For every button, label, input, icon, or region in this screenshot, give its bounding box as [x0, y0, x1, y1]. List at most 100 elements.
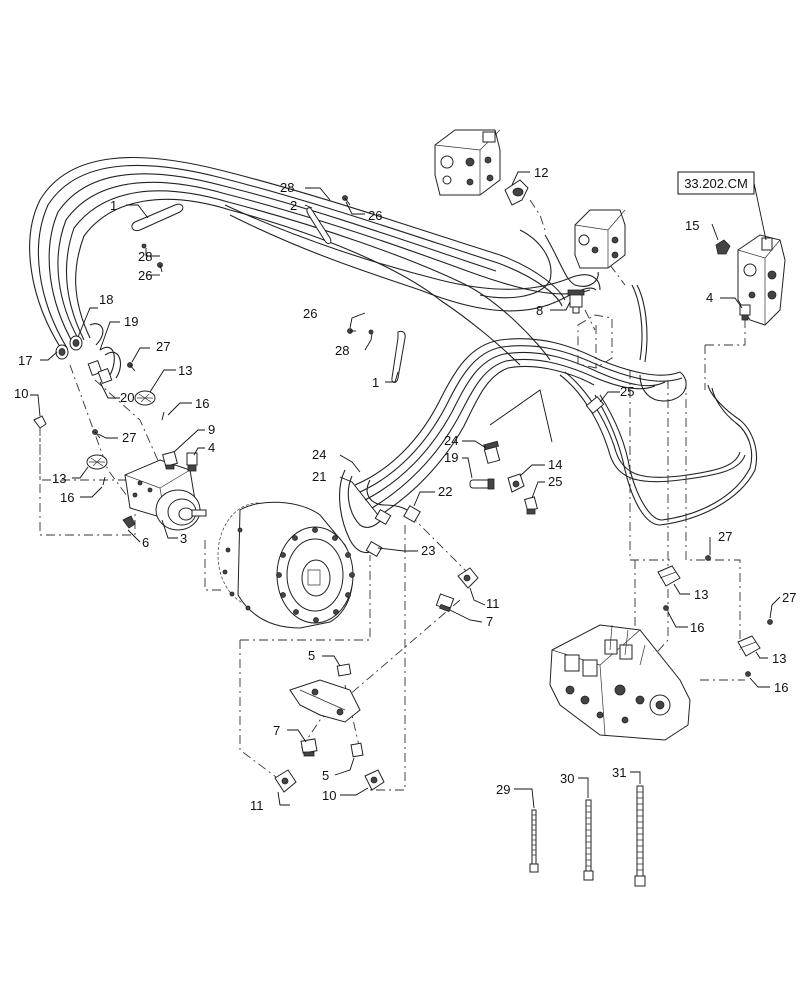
callout-28-top: 28: [280, 180, 294, 195]
hose-bundle: [29, 156, 648, 379]
callout-7-mid: 7: [486, 614, 493, 629]
callout-4-right: 4: [706, 290, 713, 305]
clamp-13-left-upper: [134, 390, 156, 406]
cable-tie-29: [529, 809, 539, 873]
callout-27-right-lower: 27: [782, 590, 796, 605]
fitting-5-upper: [336, 663, 352, 677]
reference-box[interactable]: 33.202.CM: [677, 171, 755, 195]
final-drive-hub: [217, 501, 355, 629]
callout-labels: 1 28 2 26 28 26 12 15 4 8 26 28 1 18 19 …: [14, 165, 796, 813]
callout-8: 8: [536, 303, 543, 318]
callout-16-right-lower: 16: [774, 680, 788, 695]
callout-11-mid: 11: [486, 596, 500, 611]
top-valve-block: [434, 129, 501, 196]
bolt-16-left: [102, 411, 165, 486]
callout-25-upper: 25: [620, 384, 634, 399]
callout-1-top: 1: [110, 198, 117, 213]
callout-25-mid: 25: [548, 474, 562, 489]
bolt-16-right: [663, 605, 751, 677]
callout-31: 31: [612, 765, 626, 780]
callout-3: 3: [180, 531, 187, 546]
callout-13-right-upper: 13: [694, 587, 708, 602]
callout-17: 17: [18, 353, 32, 368]
cable-tie-31: [634, 785, 646, 887]
callout-13-lower-left: 13: [52, 471, 66, 486]
fitting-4-left: [186, 452, 198, 472]
fitting-10-lower: [364, 769, 385, 791]
callout-11-lower: 11: [250, 798, 264, 813]
callout-4-left: 4: [208, 440, 215, 455]
screws-small: [92, 195, 773, 625]
callout-13-right-lower: 13: [772, 651, 786, 666]
fitting-18: [69, 335, 83, 351]
callout-2: 2: [290, 198, 297, 213]
motor-3: [124, 459, 207, 531]
middle-valve-block: [574, 209, 626, 269]
callout-10-lower: 10: [322, 788, 336, 803]
callout-27-lower-left: 27: [122, 430, 136, 445]
right-valve: [737, 234, 786, 326]
clamp-13-right-lower: [737, 635, 761, 657]
callout-7-lower: 7: [273, 723, 280, 738]
callout-22: 22: [438, 484, 452, 499]
callout-leaders: [30, 171, 781, 809]
clamp-2: [306, 207, 332, 245]
hub-bolt-circle: [276, 527, 355, 623]
reference-leader: [753, 182, 767, 241]
fitting-19-mid: [469, 478, 495, 490]
fitting-8: [567, 289, 585, 314]
callout-5-lower: 5: [322, 768, 329, 783]
clamp-1-middle: [391, 330, 406, 383]
fitting-21: [374, 508, 392, 526]
clamp-13-left-lower: [86, 454, 108, 470]
dash-leaders: [39, 199, 746, 791]
callout-23: 23: [421, 543, 435, 558]
callout-26-left: 26: [138, 268, 152, 283]
callout-19-mid: 19: [444, 450, 458, 465]
fitting-11-lower: [274, 769, 297, 793]
callout-15: 15: [685, 218, 699, 233]
fitting-5-lower: [350, 742, 364, 758]
callout-20: 20: [120, 390, 134, 405]
center-hose-bundle: [339, 338, 758, 554]
cable-tie-30: [583, 799, 594, 881]
fitting-12: [504, 179, 529, 206]
callout-18: 18: [99, 292, 113, 307]
callout-28-left: 28: [138, 249, 152, 264]
fitting-15: [715, 239, 731, 255]
fitting-7-mid: [435, 593, 455, 613]
callout-1-mid: 1: [372, 375, 379, 390]
hub-outer-bolts: [222, 527, 251, 611]
callout-12: 12: [534, 165, 548, 180]
fitting-22: [403, 505, 421, 523]
fitting-11-mid: [457, 567, 479, 589]
callout-6: 6: [142, 535, 149, 550]
fitting-23: [365, 540, 383, 558]
mount-bracket: [289, 679, 361, 723]
callout-24-center: 24: [312, 447, 326, 462]
callout-30: 30: [560, 771, 574, 786]
fitting-17: [55, 344, 69, 360]
fitting-25-upper: [585, 395, 605, 415]
fitting-9: [162, 451, 178, 470]
fitting-25-mid: [524, 496, 538, 515]
callout-16-right-upper: 16: [690, 620, 704, 635]
callout-10-left: 10: [14, 386, 28, 401]
reference-box-label: 33.202.CM: [684, 176, 748, 191]
callout-28-mid: 28: [335, 343, 349, 358]
clamp-1-top: [131, 203, 184, 232]
fitting-4-right: [739, 304, 751, 321]
callout-21: 21: [312, 469, 326, 484]
callout-26-top: 26: [368, 208, 382, 223]
fitting-19-left: [87, 360, 113, 384]
callout-14: 14: [548, 457, 562, 472]
fitting-24-mid: [483, 440, 501, 464]
callout-9: 9: [208, 422, 215, 437]
fitting-10-left: [33, 415, 47, 429]
clamp-13-right-upper: [657, 565, 681, 587]
callout-16-lower-left: 16: [60, 490, 74, 505]
fitting-6: [122, 515, 136, 529]
callout-16-upper-left: 16: [195, 396, 209, 411]
callout-29: 29: [496, 782, 510, 797]
